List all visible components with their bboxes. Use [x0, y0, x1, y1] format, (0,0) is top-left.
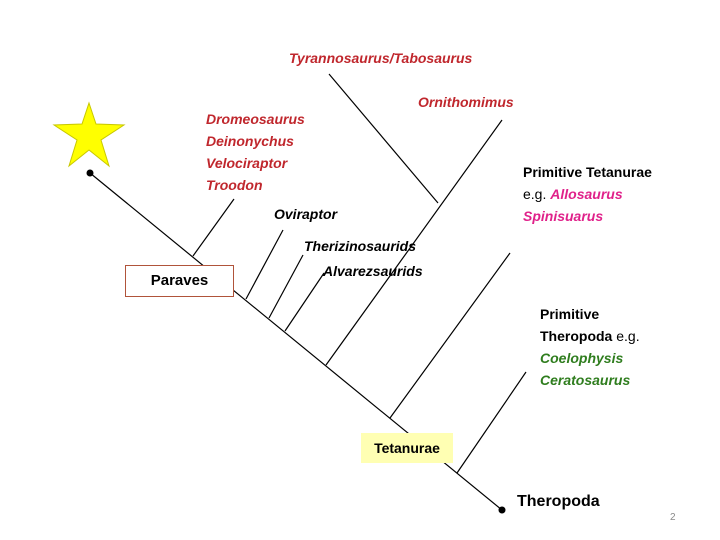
primitive-tetanurae-label: Primitive Tetanurae e.g. Allosaurus Spin…	[523, 161, 652, 227]
therizinosaurid-branch-line	[268, 254, 304, 319]
ornithomimus-label: Ornithomimus	[418, 94, 514, 110]
dromaeosaur-list: Dromeosaurus Deinonychus Velociraptor Tr…	[206, 108, 305, 196]
primitive-theropoda-title-line2: Theropoda e.g.	[540, 325, 640, 347]
dromaeosaur-branch-line	[192, 198, 235, 257]
paraves-node-box: Paraves	[125, 265, 234, 297]
alvarezsaurid-branch-line	[284, 272, 325, 332]
ornithomimus-branch-line	[325, 119, 503, 366]
ceratosaurus-label: Ceratosaurus	[540, 372, 631, 388]
eg-text-2: e.g.	[616, 328, 640, 344]
eg-text: e.g.	[523, 186, 547, 202]
star-icon	[52, 101, 126, 168]
oviraptor-branch-line	[245, 229, 284, 300]
allosaurus-label: Allosaurus	[550, 186, 623, 202]
tyrannosaurus-branch-line	[328, 73, 439, 204]
theropoda-root-dot	[498, 506, 506, 514]
page-number: 2	[670, 512, 676, 523]
primitive-tetanurae-branch-line	[389, 252, 511, 419]
spinisuarus-label: Spinisuarus	[523, 208, 604, 224]
therizinosaurids-label: Therizinosaurids	[304, 238, 417, 254]
bird-tip-dot	[86, 169, 94, 177]
alvarezsaurids-label: Alvarezsaurids	[323, 263, 423, 279]
primitive-tetanurae-title: Primitive Tetanurae	[523, 164, 652, 180]
deinonychus-label: Deinonychus	[206, 133, 294, 149]
troodon-label: Troodon	[206, 177, 263, 193]
theropoda-word: Theropoda	[540, 328, 613, 344]
tetanurae-node-box: Tetanurae	[361, 433, 453, 463]
tyrannosaurus-label: Tyrannosaurus/Tabosaurus	[289, 50, 473, 66]
primitive-theropoda-branch-line	[456, 371, 527, 474]
theropoda-node-label: Theropoda	[517, 493, 600, 510]
oviraptor-label: Oviraptor	[274, 206, 338, 222]
primitive-theropoda-title-line1: Primitive	[540, 306, 600, 322]
coelophysis-label: Coelophysis	[540, 350, 624, 366]
dromeosaurus-label: Dromeosaurus	[206, 111, 305, 127]
primitive-theropoda-label: Primitive Theropoda e.g. Coelophysis Cer…	[540, 303, 640, 391]
primitive-tetanurae-examples: e.g. Allosaurus	[523, 183, 652, 205]
velociraptor-label: Velociraptor	[206, 155, 288, 171]
